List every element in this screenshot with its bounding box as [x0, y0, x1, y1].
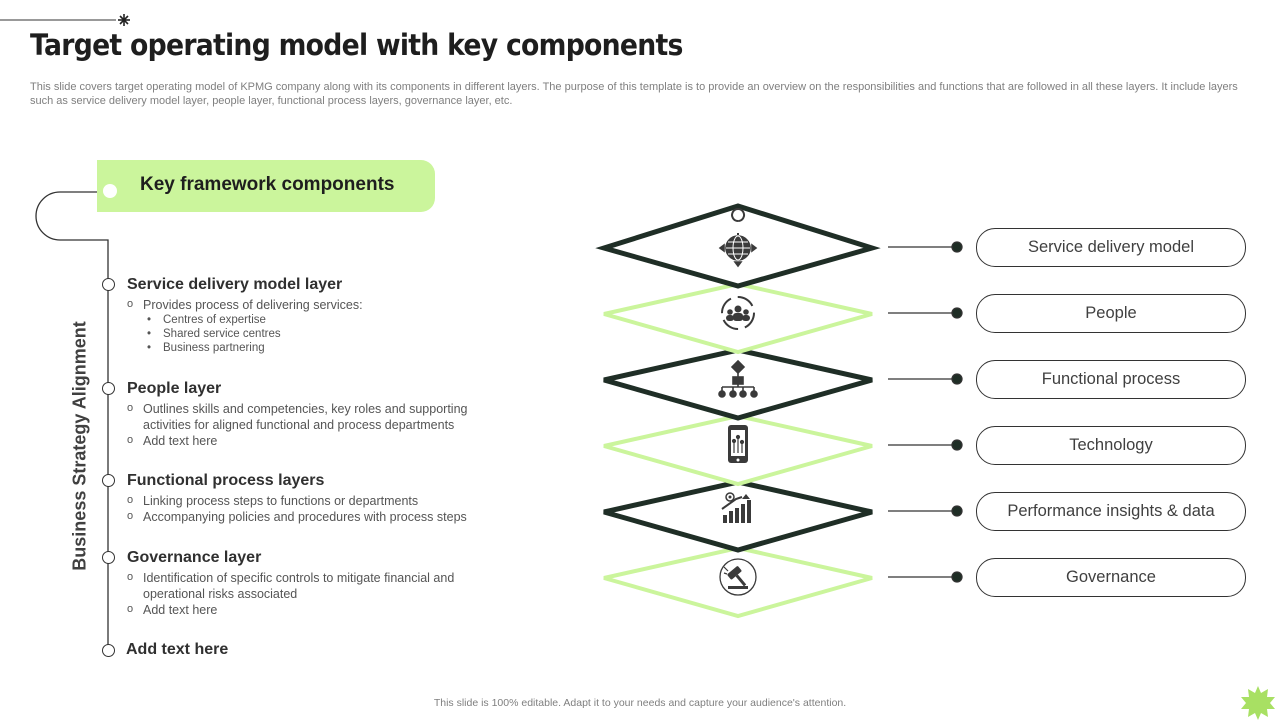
- layer-add-text: Add text here: [126, 641, 229, 658]
- page-title: Target operating model with key componen…: [30, 28, 683, 62]
- timeline-node: [102, 551, 115, 564]
- layer-subitem: Centres of expertise: [127, 313, 497, 327]
- layer-title: Service delivery model layer: [127, 276, 343, 293]
- layer-governance: Governance layer Identification of speci…: [127, 549, 497, 618]
- component-label-governance: Governance: [976, 558, 1246, 597]
- header-title: Key framework components: [140, 174, 395, 195]
- component-label-functional-process: Functional process: [976, 360, 1246, 399]
- header-dot: [103, 184, 117, 198]
- layer-item: Outlines skills and competencies, key ro…: [127, 400, 497, 433]
- timeline-connector: [35, 191, 109, 651]
- timeline-node: [102, 382, 115, 395]
- globe-icon: [718, 208, 758, 268]
- gavel-icon: [719, 558, 757, 596]
- layer-item: Add text here: [127, 432, 497, 449]
- vertical-label: Business Strategy Alignment: [69, 321, 90, 571]
- layer-title: Functional process layers: [127, 472, 325, 489]
- component-label-service-delivery: Service delivery model: [976, 228, 1246, 267]
- layer-item: Add text here: [127, 601, 497, 618]
- smartphone-icon: [728, 425, 748, 463]
- layer-item: Provides process of delivering services:: [127, 296, 497, 313]
- layer-title: Governance layer: [127, 549, 262, 566]
- timeline-node: [102, 278, 115, 291]
- layer-service-delivery: Service delivery model layer Provides pr…: [127, 276, 497, 355]
- starburst-icon: [1241, 686, 1275, 720]
- top-decoration: [0, 14, 130, 26]
- component-label-people: People: [976, 294, 1246, 333]
- layer-subitem: Shared service centres: [127, 327, 497, 341]
- component-label-performance: Performance insights & data: [976, 492, 1246, 531]
- layer-item: Accompanying policies and procedures wit…: [127, 508, 497, 525]
- component-diagram: [595, 203, 963, 619]
- layer-people: People layer Outlines skills and compete…: [127, 380, 497, 449]
- layer-subitem: Business partnering: [127, 341, 497, 355]
- timeline-node: [102, 644, 115, 657]
- layer-item: Linking process steps to functions or de…: [127, 492, 497, 509]
- people-cycle-icon: [721, 296, 755, 330]
- page-description: This slide covers target operating model…: [30, 81, 1238, 107]
- layer-item: Identification of specific controls to m…: [127, 569, 497, 602]
- layer-title: People layer: [127, 380, 222, 397]
- growth-chart-icon: [721, 492, 751, 523]
- sparkle-icon: [118, 14, 130, 26]
- footer-note: This slide is 100% editable. Adapt it to…: [433, 697, 847, 709]
- component-label-technology: Technology: [976, 426, 1246, 465]
- org-chart-icon: [718, 359, 758, 398]
- header-banner: [97, 160, 435, 212]
- timeline-node: [102, 474, 115, 487]
- layer-functional-process: Functional process layers Linking proces…: [127, 472, 497, 525]
